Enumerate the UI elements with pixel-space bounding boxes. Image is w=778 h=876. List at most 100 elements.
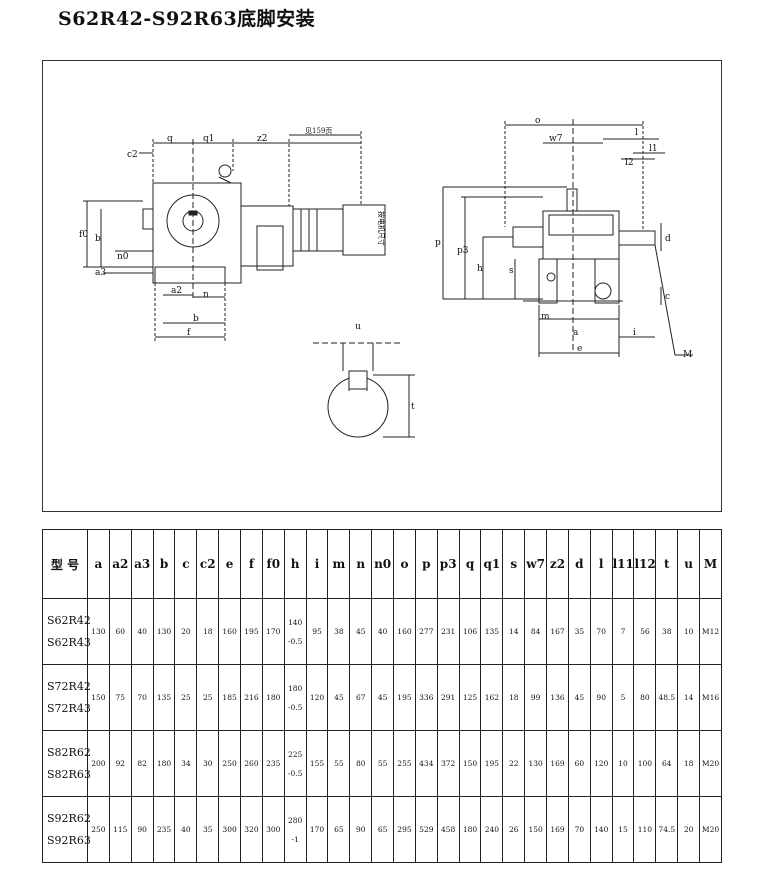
- value-cell: 216: [240, 664, 263, 731]
- value-text: 20: [683, 825, 694, 834]
- col-header: a3: [130, 529, 154, 599]
- value-cell: 80: [633, 664, 657, 731]
- value-text: 216: [244, 693, 259, 702]
- value-text: 18: [508, 693, 519, 702]
- h-tolerance: -0.5: [287, 768, 303, 778]
- label-b: b: [95, 234, 101, 244]
- col-header: M: [699, 529, 722, 599]
- value-cell: 22: [502, 730, 526, 797]
- value-cell: M16: [699, 664, 722, 731]
- value-cell: 169: [546, 730, 569, 797]
- value-cell: 35: [567, 598, 591, 665]
- value-text: 120: [594, 759, 609, 768]
- label-c: c: [665, 292, 670, 302]
- value-text: M20: [701, 759, 720, 768]
- label-c2: c2: [127, 150, 138, 160]
- value-text: 65: [377, 825, 388, 834]
- value-text: 35: [574, 627, 585, 636]
- label-n: n: [203, 290, 209, 300]
- value-cell: 140: [589, 796, 613, 863]
- value-text: 90: [596, 693, 606, 702]
- value-text: 295: [397, 825, 412, 834]
- label-a2: a2: [171, 286, 182, 296]
- value-text: 26: [508, 825, 519, 834]
- value-text: 22: [508, 759, 519, 768]
- lifting-eye: [218, 164, 232, 178]
- value-cell: 55: [327, 730, 351, 797]
- label-z2: z2: [257, 134, 267, 144]
- value-text: 195: [397, 693, 412, 702]
- value-text: 40: [377, 627, 388, 636]
- value-cell: 26: [502, 796, 526, 863]
- value-cell: 40: [174, 796, 198, 863]
- value-cell: 125: [458, 664, 482, 731]
- value-cell: 458: [436, 796, 460, 863]
- value-cell: 291: [436, 664, 460, 731]
- col-header: n0: [371, 529, 395, 599]
- value-cell: 106: [458, 598, 482, 665]
- label-i: i: [633, 328, 636, 338]
- value-text: 135: [484, 627, 500, 636]
- label-s: s: [509, 266, 514, 276]
- value-cell: 155: [305, 730, 329, 797]
- value-cell: 130: [524, 730, 548, 797]
- col-header: l: [589, 529, 613, 599]
- value-text: 300: [266, 825, 281, 834]
- value-text: 160: [397, 627, 412, 636]
- value-cell: 110: [633, 796, 657, 863]
- value-cell: 56: [633, 598, 657, 665]
- value-text: 372: [441, 759, 456, 768]
- value-cell: 135: [480, 598, 504, 665]
- value-cell: 231: [436, 598, 460, 665]
- value-cell: 34: [174, 730, 198, 797]
- value-text: 95: [312, 627, 322, 636]
- value-text: 38: [662, 627, 672, 636]
- col-header: f: [240, 529, 263, 599]
- col-header: a: [87, 529, 110, 599]
- value-text: 280: [288, 815, 303, 825]
- value-text: 14: [508, 627, 519, 636]
- value-cell: 135: [152, 664, 176, 731]
- value-text: 48.5: [658, 693, 676, 702]
- col-header: p: [414, 529, 438, 599]
- value-cell: 160: [218, 598, 242, 665]
- value-text: 180: [266, 693, 281, 702]
- label-b2: b: [193, 314, 199, 324]
- value-cell: 14: [677, 664, 701, 731]
- value-text: 56: [640, 627, 650, 636]
- label-p3: p3: [457, 246, 469, 256]
- value-text: 14: [683, 693, 694, 702]
- value-cell: 235: [261, 730, 285, 797]
- value-text: 135: [156, 693, 172, 702]
- col-header: l12: [633, 529, 657, 599]
- label-t: t: [411, 402, 415, 412]
- value-cell: M12: [699, 598, 722, 665]
- value-text: 18: [683, 759, 694, 768]
- value-cell: 7: [611, 598, 635, 665]
- label-l: l: [635, 128, 638, 138]
- value-text: 162: [484, 693, 500, 702]
- value-cell: 180-0.5: [283, 664, 307, 731]
- model-name: S62R42: [47, 613, 91, 627]
- value-cell: 90: [349, 796, 373, 863]
- value-cell: 45: [327, 664, 351, 731]
- value-cell: 167: [546, 598, 569, 665]
- value-cell: 336: [414, 664, 438, 731]
- foot-base: [154, 266, 226, 284]
- value-cell: 45: [567, 664, 591, 731]
- value-cell: 320: [240, 796, 263, 863]
- page-title: S62R42-S92R63底脚安装: [58, 8, 316, 30]
- value-text: 15: [618, 825, 628, 834]
- value-text: 125: [462, 693, 478, 702]
- model-name: S82R63: [47, 767, 91, 781]
- value-cell: 300: [218, 796, 242, 863]
- label-see-page: 见159页: [305, 127, 332, 135]
- h-tolerance: -0.5: [287, 636, 303, 646]
- value-cell: 150: [458, 730, 482, 797]
- value-cell: 295: [393, 796, 416, 863]
- value-text: 136: [550, 693, 565, 702]
- value-text: 225: [288, 749, 303, 759]
